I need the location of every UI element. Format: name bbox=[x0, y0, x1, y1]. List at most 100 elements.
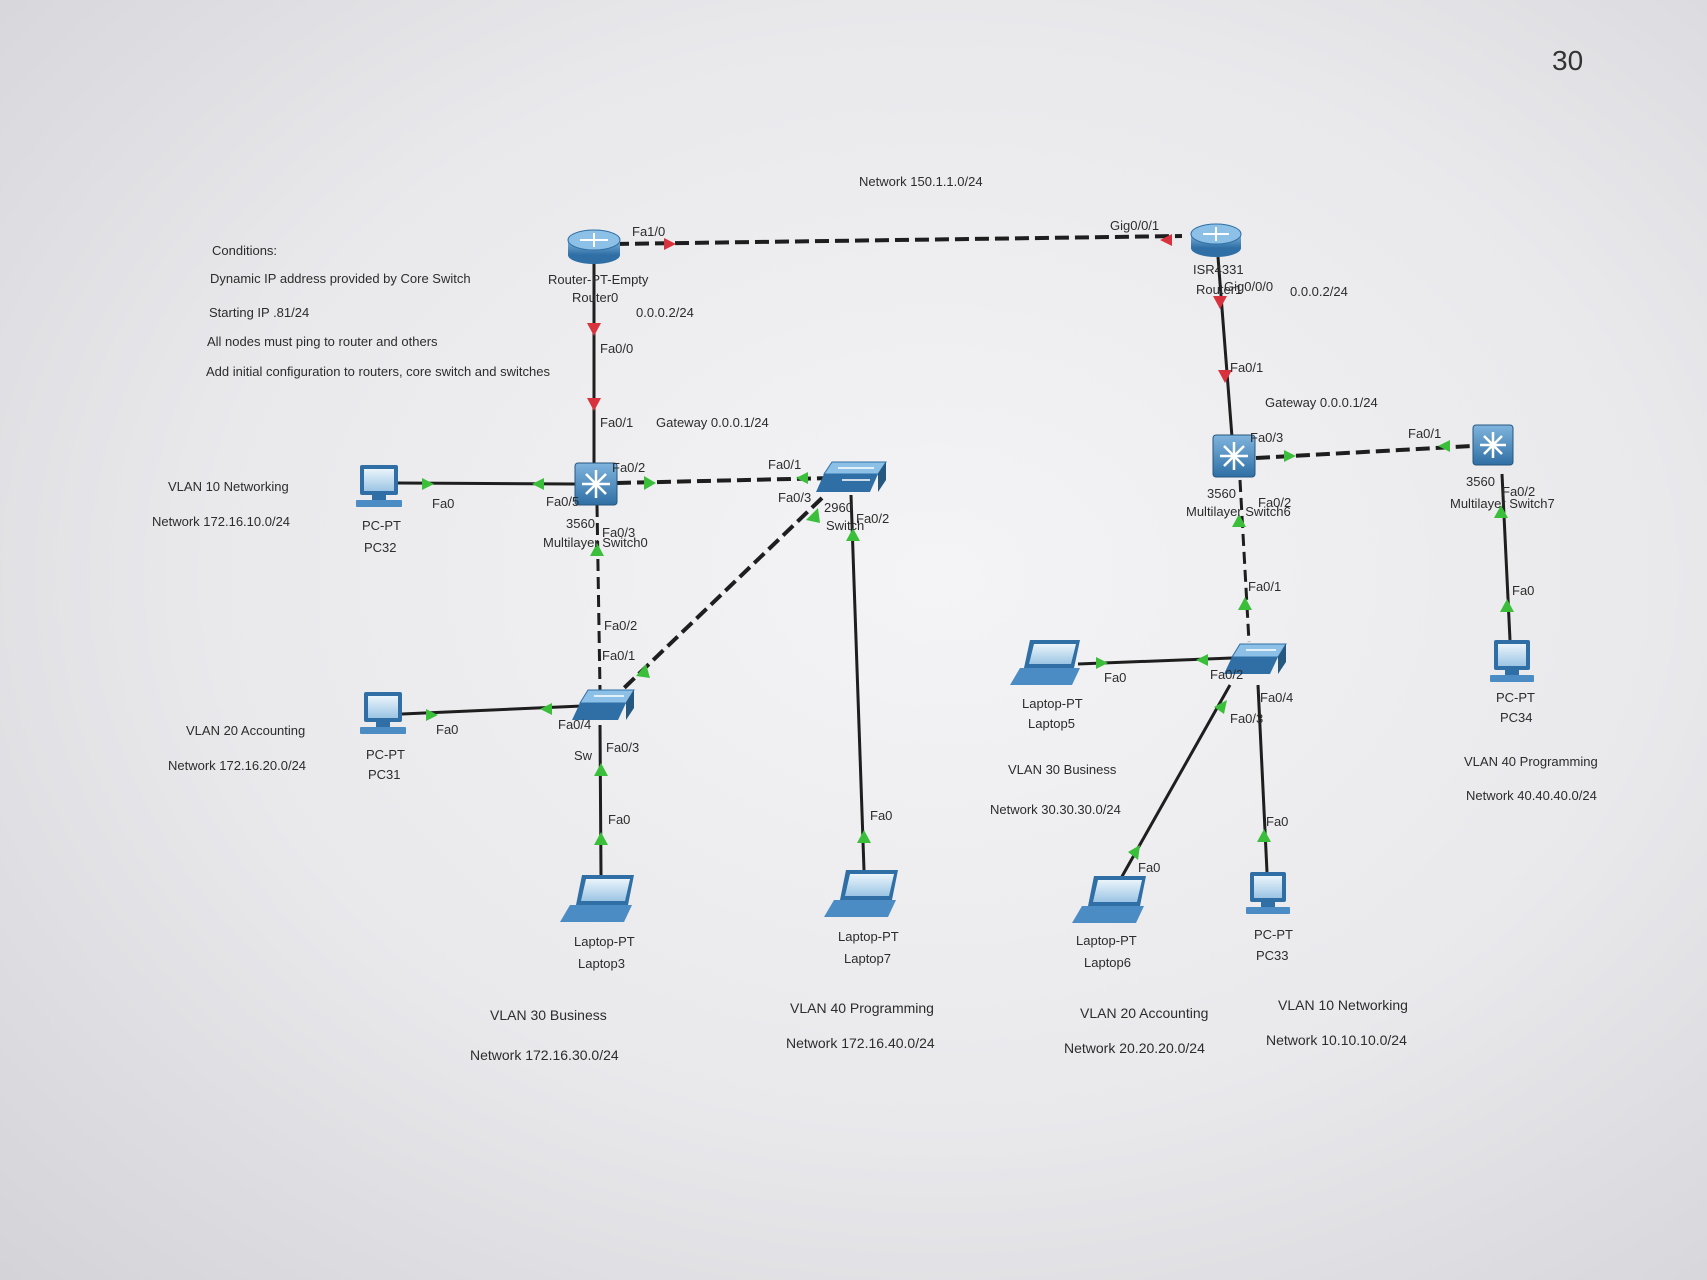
device-type-label: PC-PT bbox=[1254, 927, 1293, 942]
link-down-indicator bbox=[1218, 370, 1232, 383]
multilayer-switch-right-icon[interactable] bbox=[1212, 434, 1256, 478]
device-name-label: Multilayer Switch7 bbox=[1450, 496, 1555, 511]
device-name-label: PC31 bbox=[368, 767, 401, 782]
device-type-label: Sw bbox=[574, 748, 593, 763]
port-label: Fa0/1 bbox=[1230, 360, 1263, 375]
device-type-label: ISR4331 bbox=[1193, 262, 1244, 277]
link-up-indicator bbox=[1284, 450, 1296, 462]
isr-router-icon[interactable] bbox=[1190, 223, 1242, 257]
pc34-icon[interactable] bbox=[1490, 640, 1534, 682]
device-name-label: Multilayer Switch0 bbox=[543, 535, 648, 550]
link-status-indicators bbox=[422, 234, 1514, 860]
link-mlright-mlfar bbox=[1255, 444, 1473, 460]
link-up-indicator bbox=[1438, 440, 1450, 452]
link-up-indicator bbox=[1500, 599, 1514, 612]
link-up-indicator bbox=[806, 508, 820, 523]
link-up-indicator bbox=[1196, 654, 1208, 666]
device-type-label: Laptop-PT bbox=[1076, 933, 1137, 948]
vlan-name-label: VLAN 30 Business bbox=[490, 1007, 607, 1023]
ip-label: 0.0.0.2/24 bbox=[1290, 284, 1348, 299]
device-type-label: PC-PT bbox=[362, 518, 401, 533]
port-label: Fa0/1 bbox=[1248, 579, 1281, 594]
port-label: Fa0 bbox=[1266, 814, 1288, 829]
device-name-label: Laptop3 bbox=[578, 956, 625, 971]
laptop5-icon[interactable] bbox=[1010, 640, 1080, 685]
port-label: Fa0/2 bbox=[1210, 667, 1243, 682]
link-down-indicator bbox=[1160, 234, 1172, 246]
port-label: Fa0/3 bbox=[1230, 711, 1263, 726]
device-type-label: Laptop-PT bbox=[838, 929, 899, 944]
laptop3-icon[interactable] bbox=[560, 875, 634, 922]
ip-label: 0.0.0.2/24 bbox=[636, 305, 694, 320]
port-label: Fa0 bbox=[608, 812, 630, 827]
switch-right-low-icon[interactable] bbox=[1224, 643, 1287, 674]
device-type-label: 2960 bbox=[824, 500, 853, 515]
device-type-label: 3560 bbox=[1466, 474, 1495, 489]
pc31-icon[interactable] bbox=[360, 692, 406, 734]
vlan-network-label: Network 172.16.20.0/24 bbox=[168, 758, 306, 773]
conditions-title: Conditions: bbox=[212, 243, 277, 258]
link-up-indicator bbox=[1494, 505, 1508, 518]
vlan-network-label: Network 20.20.20.0/24 bbox=[1064, 1040, 1205, 1056]
link-up-indicator bbox=[540, 703, 552, 715]
link-up-indicator bbox=[594, 763, 608, 776]
port-label: Fa0/3 bbox=[606, 740, 639, 755]
condition-item: All nodes must ping to router and others bbox=[207, 334, 438, 349]
switch-left-low-icon[interactable] bbox=[572, 689, 635, 720]
link-mlright-swright bbox=[1238, 479, 1251, 643]
vlan-network-label: Network 10.10.10.0/24 bbox=[1266, 1032, 1407, 1048]
port-label: Gig0/0/1 bbox=[1110, 218, 1159, 233]
link-up-indicator bbox=[422, 478, 434, 490]
vlan-name-label: VLAN 20 Accounting bbox=[186, 723, 305, 738]
wan-network-label: Network 150.1.1.0/24 bbox=[859, 174, 983, 189]
conditions-block: Conditions: Dynamic IP address provided … bbox=[206, 243, 550, 379]
laptop6-icon[interactable] bbox=[1072, 876, 1146, 923]
port-label: Fa0/1 bbox=[602, 648, 635, 663]
laptop7-icon[interactable] bbox=[824, 870, 898, 917]
link-up-indicator bbox=[1232, 514, 1246, 527]
port-label: Gig0/0/0 bbox=[1224, 279, 1273, 294]
port-label: Fa0 bbox=[1512, 583, 1534, 598]
switch-2960-icon[interactable] bbox=[816, 461, 887, 492]
link-up-indicator bbox=[636, 664, 650, 678]
device-name-label: Laptop7 bbox=[844, 951, 891, 966]
port-label: Fa0/3 bbox=[778, 490, 811, 505]
condition-item: Dynamic IP address provided by Core Swit… bbox=[210, 271, 471, 286]
pc32-icon[interactable] bbox=[356, 465, 402, 507]
device-name-label: Laptop5 bbox=[1028, 716, 1075, 731]
port-label: Fa0/2 bbox=[604, 618, 637, 633]
link-up-indicator bbox=[846, 528, 860, 541]
link-mlfar-pc34 bbox=[1500, 473, 1512, 641]
port-label: Fa0 bbox=[436, 722, 458, 737]
device-name-label: PC34 bbox=[1500, 710, 1533, 725]
link-up-indicator bbox=[644, 476, 656, 490]
router0-icon[interactable] bbox=[567, 229, 621, 264]
page-number: 30 bbox=[1552, 45, 1583, 76]
vlan-name-label: VLAN 30 Business bbox=[1008, 762, 1117, 777]
port-label: Fa0/5 bbox=[546, 494, 579, 509]
link-up-indicator bbox=[1214, 700, 1227, 714]
link-up-indicator bbox=[590, 543, 604, 556]
multilayer-switch-left-icon[interactable] bbox=[574, 462, 618, 506]
link-swleft-laptop3 bbox=[598, 724, 603, 876]
link-up-indicator bbox=[426, 709, 438, 721]
device-type-label: 3560 bbox=[566, 516, 595, 531]
gateway-label: Gateway 0.0.0.1/24 bbox=[656, 415, 769, 430]
link-up-indicator bbox=[796, 472, 808, 484]
device-type-label: Laptop-PT bbox=[574, 934, 635, 949]
pc33-icon[interactable] bbox=[1246, 872, 1290, 914]
port-label: Fa0/2 bbox=[612, 460, 645, 475]
device-name-label: Router0 bbox=[572, 290, 618, 305]
link-up-indicator bbox=[1238, 597, 1252, 610]
device-name-label: PC32 bbox=[364, 540, 397, 555]
port-label: Fa1/0 bbox=[632, 224, 665, 239]
link-down-indicator bbox=[1213, 296, 1227, 309]
port-label: Fa0/3 bbox=[602, 525, 635, 540]
link-2960-laptop7 bbox=[849, 494, 866, 871]
port-label: Fa0/0 bbox=[600, 341, 633, 356]
multilayer-switch-far-icon[interactable] bbox=[1472, 424, 1514, 466]
device-name-label: Multilayer Switch6 bbox=[1186, 504, 1291, 519]
device-type-label: Router-PT-Empty bbox=[548, 272, 649, 287]
vlan-name-label: VLAN 10 Networking bbox=[1278, 997, 1408, 1013]
